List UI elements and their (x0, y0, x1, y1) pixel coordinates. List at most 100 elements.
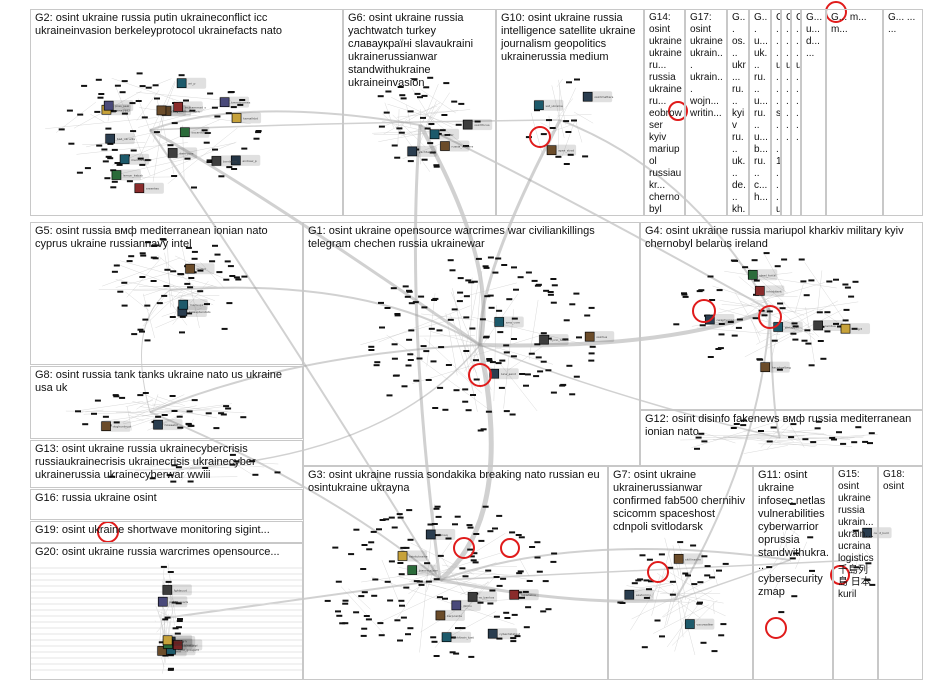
graph-node (569, 303, 576, 306)
graph-node (584, 314, 591, 317)
intra-edge (143, 293, 155, 339)
avatar-node: osintua (584, 331, 615, 343)
intra-edge (125, 291, 150, 311)
group-box-gc7: G... m... m... (826, 9, 883, 216)
graph-node (171, 122, 178, 125)
group-box-gc3: G... u... s... 1... u... b... o... ... (771, 9, 781, 216)
graph-node (842, 283, 849, 286)
graph-node (473, 359, 479, 362)
graph-node (550, 391, 557, 394)
avatar-node: kerpcarda (434, 609, 465, 621)
graph-node (94, 110, 101, 113)
group-label: G... os... ukr... ru... kyiv ru... uk...… (732, 12, 746, 215)
graph-node (836, 431, 842, 434)
intra-edge (136, 92, 231, 101)
graph-node (471, 280, 478, 283)
graph-node (167, 668, 174, 671)
graph-node (159, 238, 166, 241)
intra-edge (397, 109, 400, 145)
graph-node (808, 364, 815, 367)
graph-node (155, 415, 162, 418)
intra-edge (460, 582, 490, 595)
intra-edge (411, 552, 501, 581)
intra-edge (651, 549, 671, 616)
graph-node (365, 618, 372, 621)
graph-node (360, 568, 367, 570)
avatar-node: bordarow (210, 155, 241, 167)
graph-node (805, 342, 812, 345)
graph-node (187, 424, 194, 427)
graph-node (699, 324, 706, 327)
graph-node (582, 155, 589, 158)
group-edge (674, 309, 771, 601)
graph-node (833, 278, 839, 281)
graph-node (407, 627, 414, 630)
graph-node (66, 109, 73, 112)
graph-node (187, 480, 194, 483)
graph-node (213, 427, 220, 430)
node-label: ams_com (506, 320, 520, 324)
intra-edge (528, 299, 539, 360)
graph-node (425, 580, 432, 583)
intra-edge (175, 255, 225, 279)
graph-node (394, 313, 401, 315)
graph-node (648, 580, 654, 583)
graph-node (500, 577, 507, 580)
graph-node (391, 343, 398, 346)
graph-node (509, 531, 516, 534)
group-label: G10: osint ukraine russia intelligence s… (501, 12, 636, 63)
graph-node (716, 289, 723, 292)
graph-node (733, 423, 740, 425)
graph-node (421, 306, 428, 309)
graph-node (704, 574, 711, 577)
graph-node (758, 430, 764, 432)
graph-node (531, 279, 538, 282)
graph-node (161, 414, 168, 416)
graph-node (150, 280, 157, 282)
intra-edge (159, 285, 213, 305)
graph-node (635, 579, 642, 582)
graph-node (778, 611, 785, 614)
highlight-ring (529, 126, 551, 148)
intra-edge (631, 578, 712, 620)
graph-node (414, 92, 421, 95)
graph-node (463, 350, 470, 352)
graph-node (379, 519, 386, 521)
graph-node (526, 580, 533, 582)
intra-edge (787, 420, 805, 448)
graph-node (235, 278, 242, 281)
intra-edge (142, 297, 165, 327)
graph-node (109, 475, 116, 478)
graph-node (176, 626, 182, 629)
avatar-node: m_bankos (467, 591, 498, 603)
intra-edge (473, 270, 483, 371)
graph-node (716, 569, 722, 572)
intra-edge (767, 309, 842, 349)
graph-node (563, 319, 570, 322)
graph-node (324, 599, 331, 602)
graph-node (697, 581, 704, 584)
graph-node (774, 265, 781, 268)
intra-edge (774, 296, 798, 297)
group-box-g16: G16: russia ukraine osint (30, 489, 303, 520)
graph-node (514, 635, 521, 638)
graph-node (533, 375, 540, 378)
graph-node (493, 576, 500, 578)
group-box-gc1: G... os... ukr... ru... kyiv ru... uk...… (727, 9, 749, 216)
graph-node (720, 623, 727, 626)
graph-node (406, 289, 412, 292)
graph-node (480, 428, 487, 431)
graph-node (94, 399, 101, 402)
node-label: ms0ct (197, 267, 207, 271)
graph-node (105, 155, 112, 158)
node-label: pres_seal (115, 104, 129, 108)
avatar-node: cyberdatatest (487, 628, 521, 640)
intra-edge (149, 142, 236, 161)
group-label: G4: osint ukraine russia mariupol kharki… (645, 225, 904, 250)
intra-edge (713, 569, 718, 585)
graph-node (463, 145, 469, 147)
graph-node (449, 651, 456, 654)
group-box-g18: G18: osint (878, 466, 923, 680)
graph-node (191, 186, 197, 189)
